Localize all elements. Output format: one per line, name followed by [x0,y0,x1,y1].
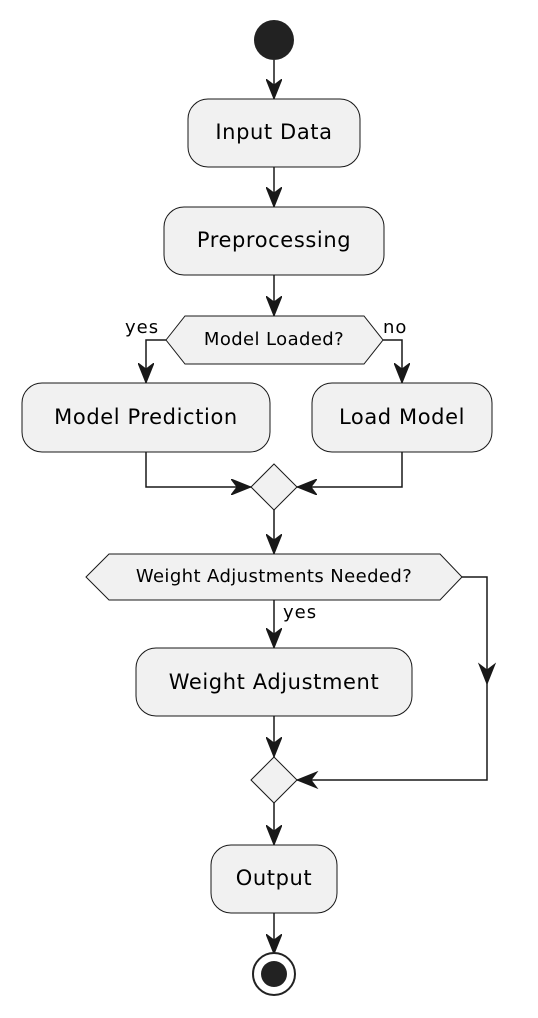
merge-node-model [250,463,298,511]
action-load-model-label: Load Model [339,405,465,429]
edge-prediction-to-merge [145,452,251,487]
action-model-prediction: Model Prediction [21,382,271,453]
decision-weight-adjustments-needed: Weight Adjustments Needed? [85,553,463,601]
branch-label-no-model-loaded: no [383,317,407,338]
branch-label-yes-weight-adjustments: yes [283,602,317,623]
action-input-data-label: Input Data [215,120,332,144]
action-preprocessing: Preprocessing [163,206,385,276]
branch-label-yes-model-loaded: yes [125,317,159,338]
decision-model-loaded: Model Loaded? [165,315,384,365]
merge-node-weight [250,756,298,804]
action-model-prediction-label: Model Prediction [54,405,238,429]
edge-decision-no-branch [383,339,402,383]
action-weight-adjustment: Weight Adjustment [135,647,413,717]
edge-no-branch-arrow [477,662,497,686]
edge-decision-yes-branch [146,339,166,383]
action-output: Output [210,844,338,914]
decision-weight-adjustments-needed-label: Weight Adjustments Needed? [136,566,412,587]
edge-no-branch-merge-arrow [295,770,319,790]
start-node [254,20,294,60]
action-weight-adjustment-label: Weight Adjustment [169,670,380,694]
end-node [252,952,296,996]
action-load-model: Load Model [311,382,493,453]
edge-load-model-to-merge [297,452,403,487]
decision-model-loaded-label: Model Loaded? [204,329,344,350]
action-preprocessing-label: Preprocessing [197,228,351,252]
action-input-data: Input Data [187,98,361,168]
action-output-label: Output [236,866,313,890]
